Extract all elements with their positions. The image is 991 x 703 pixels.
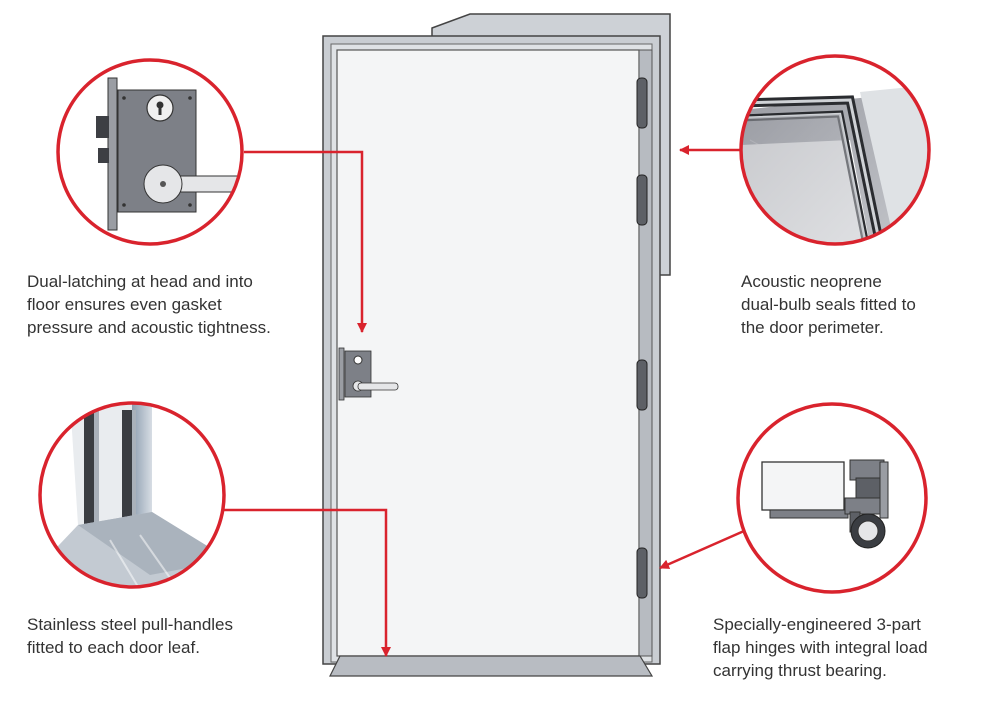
hinge-1 <box>636 77 648 129</box>
caption-line: fitted to each door leaf. <box>27 638 200 657</box>
hinge-2 <box>636 174 648 226</box>
door-leaf <box>336 49 640 657</box>
handle-arrow <box>224 508 391 657</box>
hinge-3 <box>636 359 648 411</box>
door-lock-small <box>338 347 399 401</box>
hinge-knuckle-upper <box>849 459 885 481</box>
door-illustration <box>322 13 671 677</box>
hinge-arrow <box>659 529 745 570</box>
caption-line: dual-bulb seals fitted to <box>741 295 916 314</box>
seal-caption: Acoustic neoprene dual-bulb seals fitted… <box>741 270 916 339</box>
lock-arrow <box>244 150 367 333</box>
caption-line: floor ensures even gasket <box>27 295 222 314</box>
lock-caption: Dual-latching at head and into floor ens… <box>27 270 271 339</box>
hinge-detail-ring <box>736 402 928 594</box>
seal-detail-view <box>739 54 931 246</box>
door-threshold <box>329 655 654 677</box>
caption-line: pressure and acoustic tightness. <box>27 318 271 337</box>
caption-line: carrying thrust bearing. <box>713 661 887 680</box>
door-hinges <box>636 77 648 599</box>
hinge-door-block <box>761 461 845 511</box>
handle-caption: Stainless steel pull-handles fitted to e… <box>27 613 233 659</box>
pull-handle-left <box>84 410 94 528</box>
pull-handle-right <box>122 410 132 520</box>
callout-arrows <box>224 145 745 657</box>
lock-detail-view <box>56 58 244 246</box>
caption-line: Acoustic neoprene <box>741 272 882 291</box>
lock-detail-ring <box>56 58 244 246</box>
caption-line: Dual-latching at head and into <box>27 272 253 291</box>
caption-line: Specially-engineered 3-part <box>713 615 921 634</box>
handle-detail-view <box>38 401 226 589</box>
caption-line: flap hinges with integral load <box>713 638 928 657</box>
door-edge-wall <box>132 403 152 520</box>
lock-faceplate <box>107 77 118 231</box>
caption-line: the door perimeter. <box>741 318 884 337</box>
hinge-4 <box>636 547 648 599</box>
handle-detail-ring <box>38 401 226 589</box>
hinge-caption: Specially-engineered 3-part flap hinges … <box>713 613 928 682</box>
caption-line: Stainless steel pull-handles <box>27 615 234 634</box>
hinge-detail-view <box>736 402 928 594</box>
